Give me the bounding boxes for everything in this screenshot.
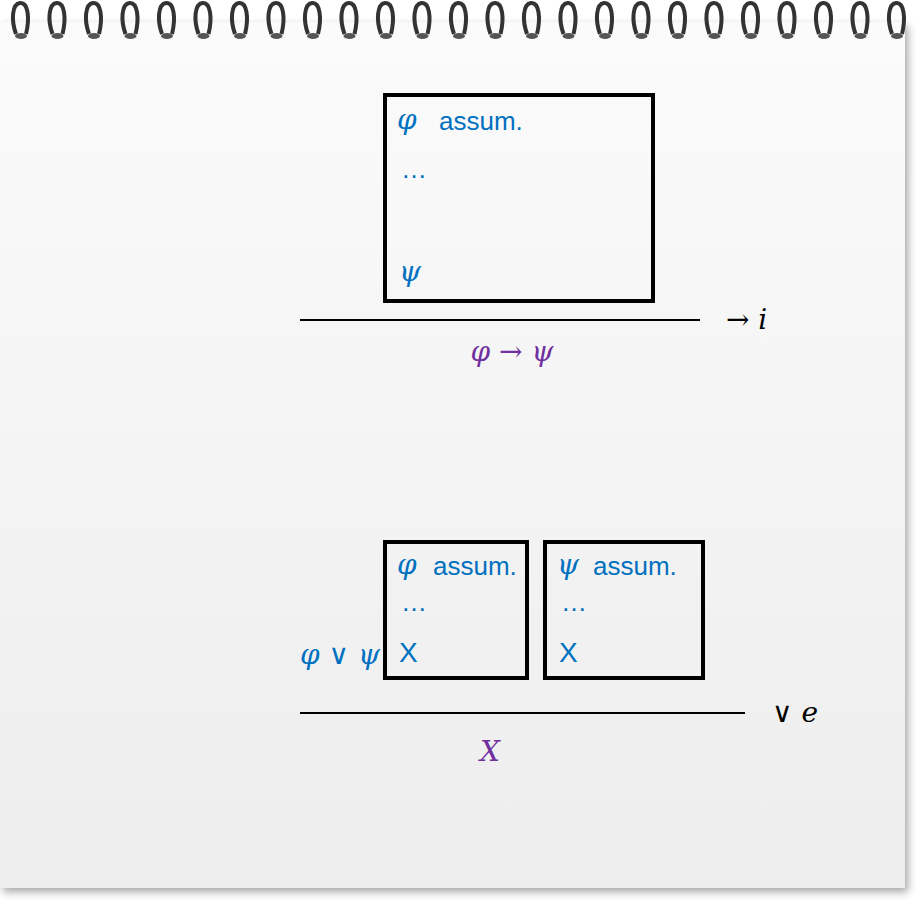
spiral-binding: [13, 3, 904, 39]
binding-hole: [271, 33, 283, 39]
binding-hole: [234, 33, 246, 39]
spiral-ring: [633, 3, 648, 34]
spiral-ring: [122, 3, 137, 34]
spiral-ring: [889, 3, 904, 34]
binding-hole: [672, 33, 684, 39]
binding-hole: [599, 33, 611, 39]
binding-hole: [15, 33, 27, 39]
spiral-ring: [49, 3, 64, 34]
binding-hole: [891, 33, 903, 39]
binding-hole: [818, 33, 830, 39]
rule-name: → i: [726, 305, 767, 336]
spiral-ring: [560, 3, 575, 34]
spiral-ring: [159, 3, 174, 34]
rule-name: ∨ e: [772, 698, 818, 729]
spiral-ring: [86, 3, 101, 34]
binding-hole: [125, 33, 137, 39]
binding-hole: [490, 33, 502, 39]
spiral-ring: [414, 3, 429, 34]
binding-hole: [709, 33, 721, 39]
subproof-box: φ assum.… X: [383, 540, 529, 680]
spiral-ring: [268, 3, 283, 34]
binding-hole: [161, 33, 173, 39]
formula: ψ: [399, 257, 421, 288]
ellipsis: …: [401, 155, 427, 184]
assumption-tag: assum.: [439, 107, 523, 136]
formula: φ: [397, 550, 417, 581]
subproof-box: ψ assum.… X: [543, 540, 705, 680]
spiral-ring: [378, 3, 393, 34]
spiral-ring: [852, 3, 867, 34]
binding-hole: [782, 33, 794, 39]
premise-formula: φ ∨ ψ: [300, 640, 380, 671]
inference-rule-line: [300, 319, 700, 321]
spiral-ring: [451, 3, 466, 34]
spiral-ring: [670, 3, 685, 34]
ellipsis: …: [561, 588, 587, 617]
spiral-ring: [487, 3, 502, 34]
binding-hole: [745, 33, 757, 39]
binding-hole: [855, 33, 867, 39]
paper-sheet: [0, 22, 905, 888]
binding-hole: [52, 33, 64, 39]
binding-hole: [526, 33, 538, 39]
binding-hole: [453, 33, 465, 39]
spiral-ring: [341, 3, 356, 34]
binding-hole: [636, 33, 648, 39]
binding-hole: [380, 33, 392, 39]
spiral-ring: [706, 3, 721, 34]
spiral-ring: [779, 3, 794, 34]
conclusion-formula: φ → ψ: [471, 337, 554, 368]
spiral-ring: [13, 3, 28, 34]
spiral-ring: [597, 3, 612, 34]
conclusion-formula: X: [480, 737, 500, 768]
ellipsis: …: [401, 588, 427, 617]
spiral-ring: [305, 3, 320, 34]
assumption-tag: assum.: [593, 552, 677, 581]
binding-hole: [198, 33, 210, 39]
spiral-ring: [743, 3, 758, 34]
spiral-ring: [195, 3, 210, 34]
formula: ψ: [557, 550, 579, 581]
spiral-ring: [816, 3, 831, 34]
formula: φ: [397, 105, 417, 136]
binding-hole: [307, 33, 319, 39]
inference-rule-line: [300, 712, 745, 714]
formula: X: [559, 638, 578, 669]
binding-hole: [563, 33, 575, 39]
formula: X: [399, 638, 418, 669]
assumption-tag: assum.: [433, 552, 517, 581]
spiral-ring: [524, 3, 539, 34]
binding-hole: [344, 33, 356, 39]
spiral-ring: [232, 3, 247, 34]
binding-hole: [88, 33, 100, 39]
binding-hole: [417, 33, 429, 39]
subproof-box: φ assum. … ψ: [383, 93, 655, 303]
